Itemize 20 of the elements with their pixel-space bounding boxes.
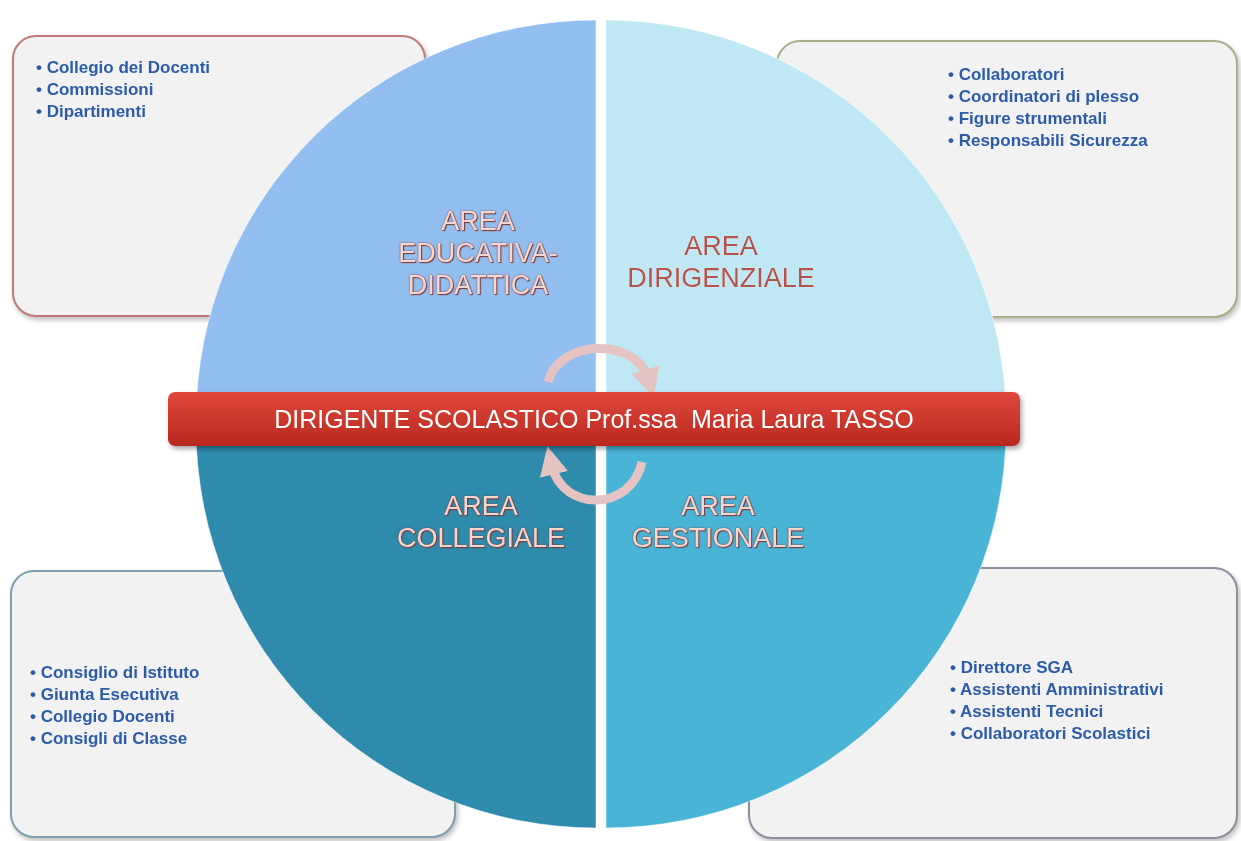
list-item: • Collegio dei Docenti xyxy=(36,57,211,79)
list-item: • Consiglio di Istituto xyxy=(30,662,200,684)
name-banner: DIRIGENTE SCOLASTICO Prof.ssa Maria Laura TASSO xyxy=(168,392,1020,446)
list-item: • Collegio Docenti xyxy=(30,706,176,728)
list-item: • Figure strumentali xyxy=(948,108,1108,130)
list-item: • Commissioni xyxy=(36,79,155,101)
list-item: • Giunta Esecutiva xyxy=(30,684,180,706)
list-item: • Assistenti Amministrativi xyxy=(950,679,1164,701)
list-item: • Assistenti Tecnici xyxy=(950,701,1105,723)
area-label: AREA COLLEGIALE xyxy=(395,490,567,554)
list-item: • Collaboratori xyxy=(948,64,1066,86)
area-label: AREA EDUCATIVA-DIDATTICA xyxy=(397,205,559,301)
list-item: • Consigli di Classe xyxy=(30,728,189,750)
list-item: • Dipartimenti xyxy=(36,101,147,123)
list-item: • Direttore SGA xyxy=(950,657,1075,679)
area-label: AREA GESTIONALE xyxy=(630,490,806,554)
list-item: • Responsabili Sicurezza xyxy=(948,130,1148,152)
area-label: AREA DIRIGENZIALE xyxy=(626,230,816,294)
list-item: • Collaboratori Scolastici xyxy=(950,723,1152,745)
list-item: • Coordinatori di plesso xyxy=(948,86,1141,108)
